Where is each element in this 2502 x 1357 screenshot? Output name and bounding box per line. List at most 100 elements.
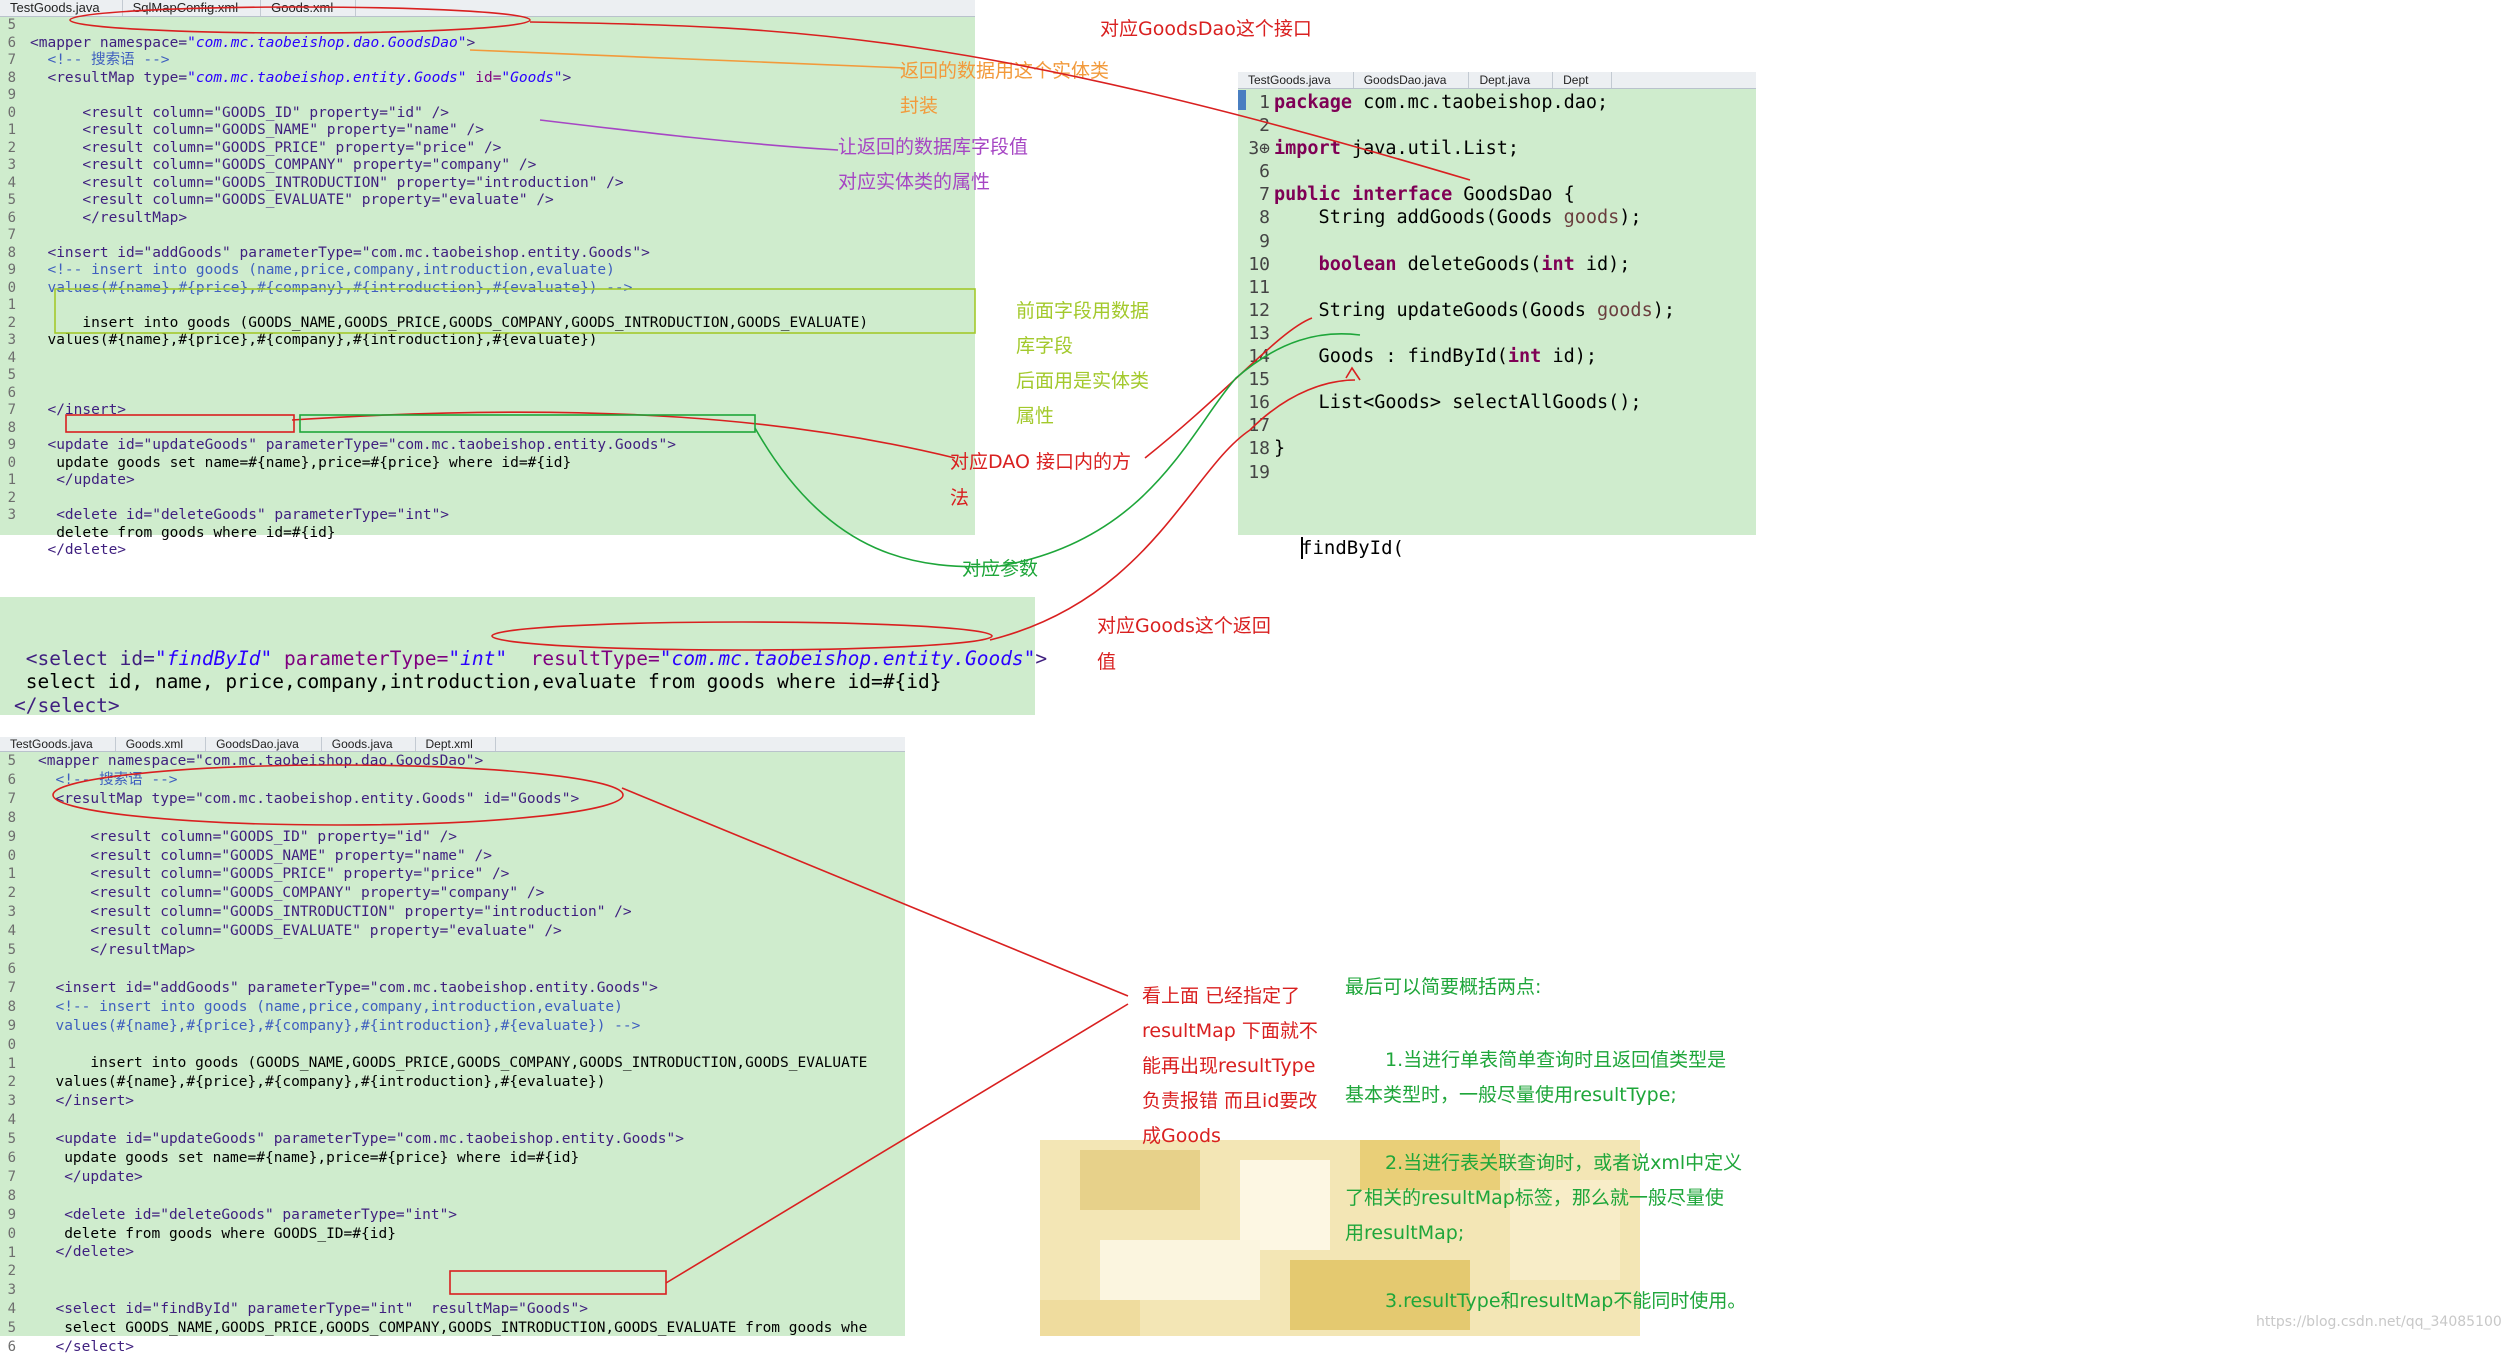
code-line <box>1274 414 1675 437</box>
insert-line: <insert id="addGoods" parameterType="com… <box>30 244 650 261</box>
insert-close-line: </insert> <box>30 402 127 418</box>
code-line: import java.util.List; <box>1274 138 1520 160</box>
code-line: List<Goods> selectAllGoods(); <box>1274 392 1642 414</box>
annotation-param: 对应参数 <box>962 558 1039 580</box>
annotation-summary-1: 1.当进行单表简单查询时且返回值类型是 基本类型时，一般尽量使用resultTy… <box>1345 1049 1727 1106</box>
code-line: String updateGoods(Goods goods); <box>1274 299 1675 321</box>
resultmap-line: <resultMap type="com.mc.taobeishop.entit… <box>30 69 572 86</box>
line-number: 17 <box>1248 415 1270 437</box>
line-number: 15 <box>1248 369 1270 391</box>
code-line <box>38 1281 867 1300</box>
code-line: package com.mc.taobeishop.dao; <box>1274 92 1609 113</box>
tab-dept-xml[interactable]: Dept.xml <box>416 737 496 751</box>
line-number: 10 <box>1248 253 1270 275</box>
update-line: <update id="updateGoods" parameterType="… <box>30 437 677 453</box>
tab-goods-xml[interactable]: Goods.xml <box>116 737 207 751</box>
line-number: 16 <box>1248 392 1270 414</box>
code-line: delete from goods where GOODS_ID=#{id} <box>38 1225 396 1242</box>
code-line <box>1274 368 1675 391</box>
line-number: 9 <box>1259 230 1270 252</box>
code-line: <resultMap type="com.mc.taobeishop.entit… <box>38 790 580 807</box>
code-line: <result column="GOODS_COMPANY" property=… <box>38 885 545 902</box>
select-close-line: </select> <box>14 693 120 717</box>
code-line: <result column="GOODS_PRICE" property="p… <box>38 866 510 883</box>
line-number: 3⊕ <box>1248 138 1270 160</box>
sql-select-line: select id, name, price,company,introduct… <box>14 670 942 693</box>
line-number: 6 <box>1259 161 1270 183</box>
code-line: <delete id="deleteGoods" parameterType="… <box>38 1206 458 1223</box>
code-line <box>1274 322 1675 345</box>
delete-close-line: </delete> <box>30 542 127 558</box>
result-line: <result column="GOODS_COMPANY" property=… <box>30 157 537 173</box>
line-number: 14 <box>1248 346 1270 368</box>
annotation-dao-interface: 对应GoodsDao这个接口 <box>1100 18 1312 40</box>
code-line: insert into goods (GOODS_NAME,GOODS_PRIC… <box>38 1055 868 1072</box>
tab-goodsdao-java[interactable]: GoodsDao.java <box>206 737 322 751</box>
annotation-summary-3: 3.resultType和resultMap不能同时使用。 <box>1385 1290 1747 1312</box>
code-line: <update id="updateGoods" parameterType="… <box>38 1131 685 1148</box>
line-number: 11 <box>1248 276 1270 298</box>
annotation-resultmap-note: 看上面 已经指定了 resultMap 下面就不 能再出现resultType … <box>1142 985 1318 1147</box>
xml-code-area[interactable]: <mapper namespace="com.mc.taobeishop.dao… <box>30 17 868 595</box>
pixelated-overlay <box>1040 1140 1640 1336</box>
annotation-summary-2: 2.当进行表关联查询时，或者说xml中定义 了相关的resultMap标签，那么… <box>1345 1152 1743 1244</box>
code-line: values(#{name},#{price},#{company},#{int… <box>38 1074 606 1091</box>
sql-values-line: values(#{name},#{price},#{company},#{int… <box>30 332 598 348</box>
code-line: <result column="GOODS_NAME" property="na… <box>38 847 492 864</box>
tab-testgoods-java[interactable]: TestGoods.java <box>0 737 116 751</box>
code-line: select GOODS_NAME,GOODS_PRICE,GOODS_COMP… <box>38 1320 868 1337</box>
code-line <box>38 1036 867 1055</box>
code-line: Goods : findById(int id); <box>1274 346 1598 368</box>
tab-goodsdao-java[interactable]: GoodsDao.java <box>1354 72 1470 88</box>
annotation-dao-method: 对应DAO 接口内的方 法 <box>950 451 1131 509</box>
code-line <box>38 1187 867 1206</box>
line-number: 2 <box>1259 115 1270 137</box>
tab-goods-xml[interactable]: Goods.xml <box>261 0 357 16</box>
watermark-text: https://blog.csdn.net/qq_34085100 <box>2256 1314 2502 1330</box>
sql-delete-line: delete from goods where id=#{id} <box>30 524 336 541</box>
tab-sqlmapconfig-xml[interactable]: SqlMapConfig.xml <box>123 0 262 16</box>
tab-goods-java[interactable]: Goods.java <box>322 737 416 751</box>
code-line <box>1274 276 1675 299</box>
tab-dept-java[interactable]: Dept.java <box>1469 72 1554 88</box>
comment-line: <!-- 搜索语 --> <box>30 52 170 68</box>
line-number: 18 <box>1248 438 1270 460</box>
sql-update-line: update goods set name=#{name},price=#{pr… <box>30 454 572 471</box>
code-line: <result column="GOODS_ID" property="id" … <box>38 828 458 845</box>
code-line: </resultMap> <box>38 942 196 959</box>
select-open-line: <select id="findById" parameterType="int… <box>25 646 1048 670</box>
line-number: 19 <box>1248 461 1270 483</box>
line-number: 7 <box>1259 184 1270 206</box>
result-line: <result column="GOODS_EVALUATE" property… <box>30 192 554 208</box>
code-line: <insert id="addGoods" parameterType="com… <box>38 979 658 996</box>
line-number: 12 <box>1248 299 1270 321</box>
line-number-gutter: 5 6 7 8 9 0 1 2 3 4 5 6 7 8 9 0 1 2 3 4 … <box>7 17 16 523</box>
comment-line: values(#{name},#{price},#{company},#{int… <box>30 279 633 296</box>
code-line: public interface GoodsDao { <box>1274 184 1575 206</box>
line-number-gutter: 5 6 7 8 9 0 1 2 3 4 5 6 7 8 9 0 1 2 3 4 … <box>7 753 16 1356</box>
resultmap-close-line: </resultMap> <box>30 209 188 226</box>
tab-testgoods-java[interactable]: TestGoods.java <box>0 0 123 16</box>
line-number: 8 <box>1259 207 1270 229</box>
xml-code-area[interactable]: <mapper namespace="com.mc.taobeishop.dao… <box>38 752 867 1357</box>
annotation-fields: 前面字段用数据 库字段 后面用是实体类 属性 <box>1016 300 1150 427</box>
mapper-line: <mapper namespace="com.mc.taobeishop.dao… <box>30 34 476 51</box>
code-line: </select> <box>38 1338 135 1355</box>
line-number: 13 <box>1248 322 1270 344</box>
result-line: <result column="GOODS_PRICE" property="p… <box>30 139 502 156</box>
snippet-code[interactable]: <select id="findById" parameterType="int… <box>14 623 1047 764</box>
code-line: <!-- insert into goods (name,price,compa… <box>38 998 623 1015</box>
java-code-area[interactable]: package com.mc.taobeishop.dao; import jav… <box>1274 91 1675 484</box>
code-line <box>1274 230 1675 253</box>
code-line <box>38 809 867 828</box>
code-line <box>38 960 867 979</box>
code-line: boolean deleteGoods(int id); <box>1318 253 1631 275</box>
tab-testgoods-java[interactable]: TestGoods.java <box>1238 72 1354 88</box>
tab-dept[interactable]: Dept <box>1553 72 1612 88</box>
code-line: </update> <box>38 1168 143 1185</box>
